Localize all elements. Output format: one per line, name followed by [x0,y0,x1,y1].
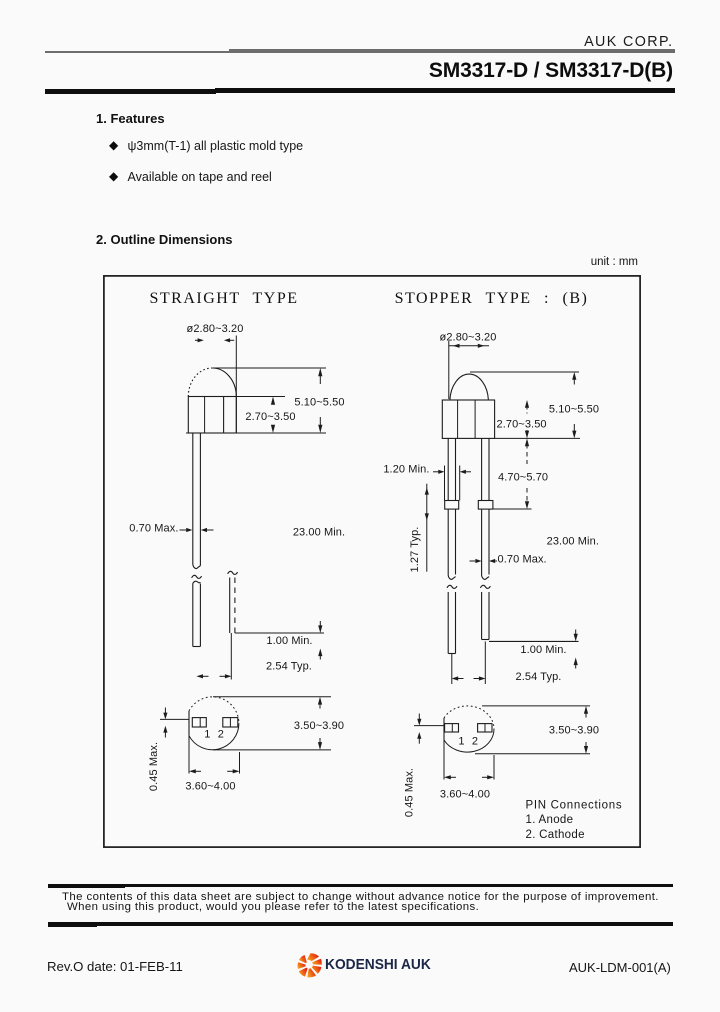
notice-rule-bottom [47,921,673,927]
straight-dim-lead-width: 0.70 Max. [129,523,178,535]
straight-pad1-label: 1 [204,729,210,741]
straight-title: STRAIGHT TYPE [149,290,298,307]
stopper-dim-flange-view-height: 3.50~3.90 [549,724,599,736]
notice-rule-top-step [47,884,125,888]
notice-rule-top [47,884,673,887]
straight-dim-flat-depth: 0.45 Max. [148,742,160,791]
stopper-dim-body-height: 2.70~3.50 [497,419,547,431]
straight-dim-flange-view-height: 3.50~3.90 [294,720,344,732]
pin1-label: 1. Anode [526,814,574,826]
stopper-pad2-label: 2 [472,735,478,747]
diamond-bullet-icon: ◆ [109,169,119,183]
straight-pad2-label: 2 [218,729,224,741]
features-heading: 1. Features [96,111,165,126]
straight-type-drawing: STRAIGHT TYPE ø2.80~3.20 5.10~5.50 2.70~… [129,290,345,792]
stopper-dim-lead-tip: 1.00 Min. [520,644,566,656]
outline-heading: 2. Outline Dimensions [96,232,233,247]
stopper-title: STOPPER TYPE : (B) [395,290,589,307]
notice-line2: When using this product, would you pleas… [67,901,480,913]
stopper-dim-stopper-offset: 4.70~5.70 [498,471,548,483]
stopper-dim-flange-diameter: 3.60~4.00 [440,788,490,800]
stopper-dim-flat-depth: 0.45 Max. [404,768,416,817]
stopper-dim-stopper-width: 1.20 Min. [383,464,429,476]
straight-dim-lead-tip: 1.00 Min. [266,635,312,647]
straight-dim-diameter: ø2.80~3.20 [187,323,244,335]
straight-dim-lead-pitch: 2.54 Typ. [266,661,312,673]
straight-dim-lead-length: 23.00 Min. [293,527,345,539]
stopper-dim-total-height: 5.10~5.50 [549,403,599,415]
kodenshi-logo-text: KODENSHI AUK [325,957,431,973]
stopper-dim-lead-pitch: 2.54 Typ. [516,671,562,683]
stopper-dim-diameter: ø2.80~3.20 [440,332,497,344]
straight-dim-body-height: 2.70~3.50 [245,411,295,423]
stopper-dim-lead-width: 0.70 Max. [498,553,547,565]
feature-item: Available on tape and reel [127,169,272,184]
revision-date: Rev.O date: 01-FEB-11 [47,959,183,974]
header-rule-right [228,49,675,53]
title-bar-right [215,88,675,93]
document-number: AUK-LDM-001(A) [569,960,671,975]
stopper-dim-stopper-pitch: 1.27 Typ. [409,527,421,573]
pin-connections: PIN Connections 1. Anode 2. Cathode [526,800,623,842]
kodenshi-logo-icon [297,953,322,978]
unit-note: unit : mm [590,256,638,268]
straight-dim-flange-diameter: 3.60~4.00 [185,780,235,792]
pin2-label: 2. Cathode [526,829,585,841]
notice-rule-bottom-step [47,921,97,928]
stopper-type-drawing: STOPPER TYPE : (B) ø2.80~3.20 2.70~3.50 … [383,290,599,817]
company-name: AUK CORP. [584,33,674,50]
feature-item: ψ3mm(T-1) all plastic mold type [127,138,304,153]
stopper-pad1-label: 1 [458,735,464,747]
page-title: SM3317-D / SM3317-D(B) [428,59,673,82]
pin-connections-heading: PIN Connections [526,800,623,812]
drawing-box-border [103,275,641,848]
header-rule-left [45,50,229,53]
outline-drawing-box: STRAIGHT TYPE ø2.80~3.20 5.10~5.50 2.70~… [103,275,641,848]
stopper-dim-lead-length: 23.00 Min. [547,536,599,548]
diamond-bullet-icon: ◆ [109,138,119,152]
straight-dim-total-height: 5.10~5.50 [294,397,344,409]
title-bar-left [45,89,216,94]
notice-line1: The contents of this data sheet are subj… [62,891,659,903]
